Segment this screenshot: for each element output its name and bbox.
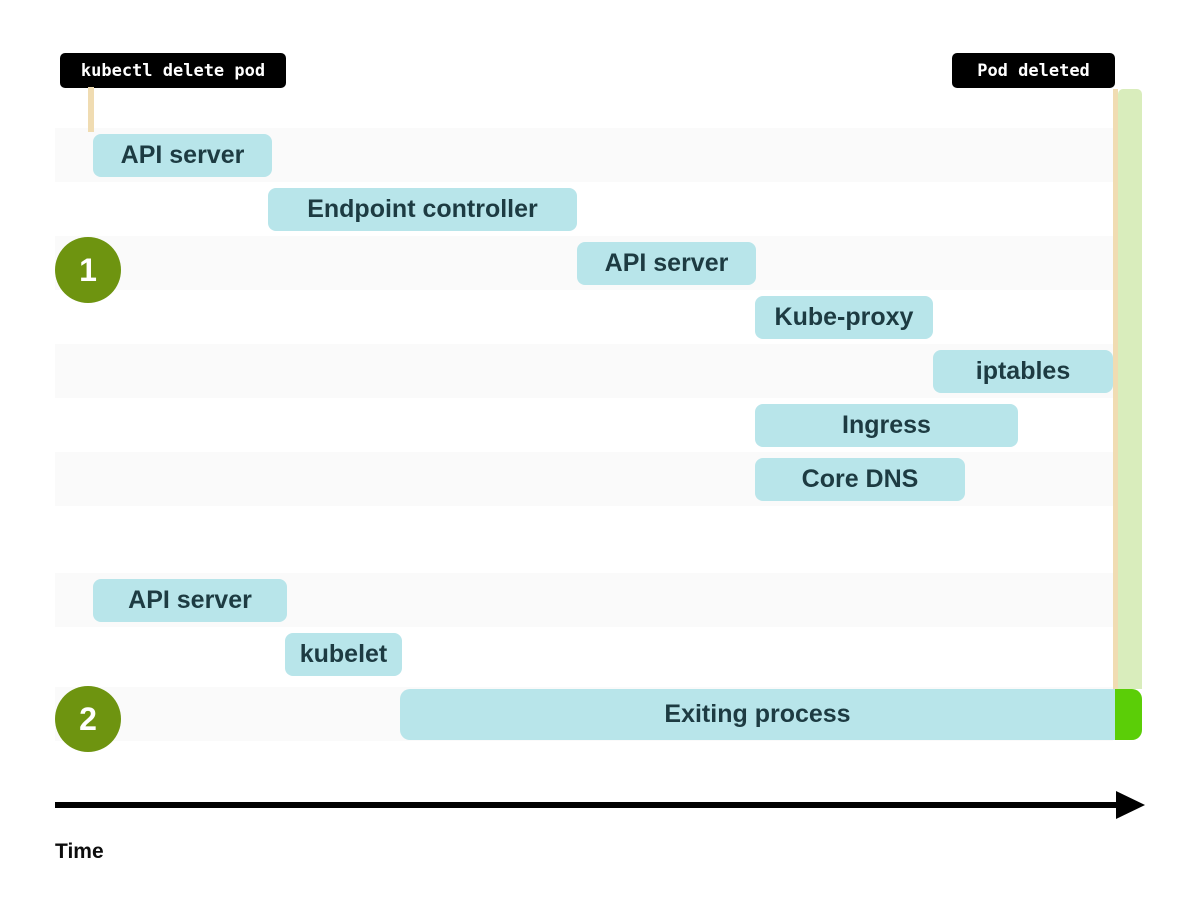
deadline-column — [1118, 89, 1142, 689]
time-axis-line — [55, 802, 1118, 808]
process-bar: API server — [93, 579, 287, 622]
time-axis-arrow-icon — [1116, 791, 1145, 819]
process-bar: Kube-proxy — [755, 296, 933, 339]
process-bar: Core DNS — [755, 458, 965, 501]
time-axis-label: Time — [55, 840, 104, 863]
pod-terminated-cap — [1115, 689, 1142, 740]
process-bar: Ingress — [755, 404, 1018, 447]
process-bar: Exiting process — [400, 689, 1115, 740]
process-bar: API server — [577, 242, 756, 285]
group-1-badge: 1 — [55, 237, 121, 303]
start-marker-tick — [88, 87, 94, 132]
group-2-badge: 2 — [55, 686, 121, 752]
process-bar: API server — [93, 134, 272, 177]
process-bar: kubelet — [285, 633, 402, 676]
process-bar: iptables — [933, 350, 1113, 393]
process-bar: Endpoint controller — [268, 188, 577, 231]
deadline-edge-line — [1113, 89, 1118, 689]
end-marker-label: Pod deleted — [952, 53, 1115, 88]
start-marker-label: kubectl delete pod — [60, 53, 286, 88]
